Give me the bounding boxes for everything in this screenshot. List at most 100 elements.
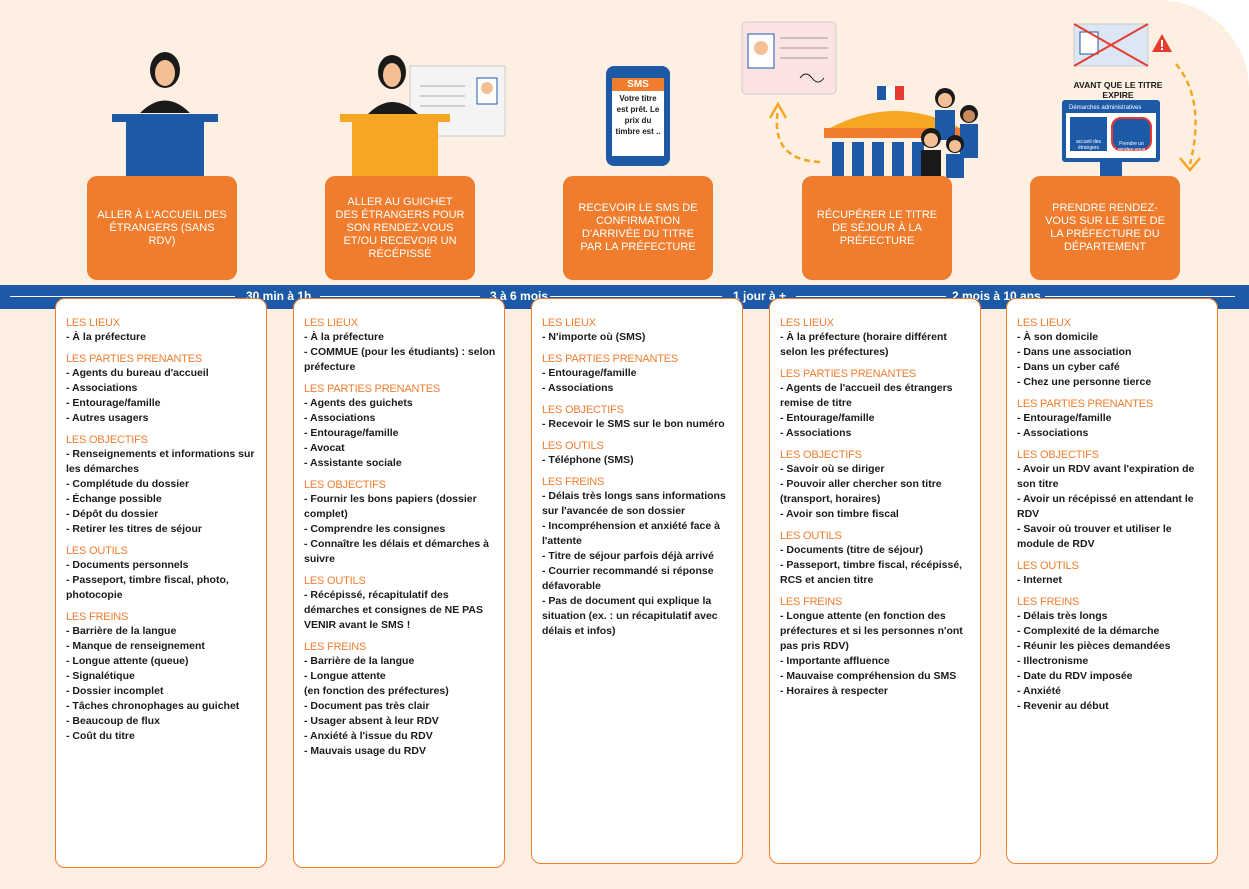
- section-title: LES FREINS: [780, 596, 843, 608]
- section-title: LES OUTILS: [66, 545, 128, 557]
- list-item: - Usager absent à leur RDV: [304, 715, 439, 727]
- column-recuperer-titre: LES LIEUX - À la préfecture (horaire dif…: [769, 298, 981, 864]
- list-item: - Avoir son timbre fiscal: [780, 508, 899, 520]
- agent-at-desk-icon: [112, 52, 218, 178]
- step-guichet-etrangers: ALLER AU GUICHET DES ÉTRANGERS POUR SON …: [325, 176, 475, 280]
- warning-icon: [1152, 34, 1172, 52]
- agent-with-document-icon: [340, 55, 506, 180]
- prefecture-building-icon: [824, 111, 966, 178]
- section-title: LES OUTILS: [780, 530, 842, 542]
- list-item: - Dossier incomplet: [66, 685, 164, 697]
- list-item: - Dans une association: [1017, 346, 1132, 358]
- list-item: - Barrière de la langue: [304, 655, 415, 667]
- list-item: - À la préfecture: [304, 331, 384, 343]
- list-item: - Agents des guichets: [304, 397, 413, 409]
- step-sms-confirmation: RECEVOIR LE SMS DE CONFIRMATION D'ARRIVÉ…: [563, 176, 713, 280]
- website-tile-rdv: Prendre un rendez-vous: [1111, 117, 1152, 153]
- list-item: - Agents du bureau d'accueil: [66, 367, 209, 379]
- list-item: - Internet: [1017, 574, 1062, 586]
- list-item: - Pouvoir aller chercher son titre (tran…: [780, 478, 942, 505]
- list-item: - Connaître les délais et démarches à su…: [304, 538, 489, 565]
- list-item: - Assistante sociale: [304, 457, 402, 469]
- list-item: - Recevoir le SMS sur le bon numéro: [542, 418, 725, 430]
- list-item: - Courrier recommandé si réponse défavor…: [542, 565, 714, 592]
- section-title: LES FREINS: [304, 641, 367, 653]
- list-item: - Entourage/famille: [66, 397, 161, 409]
- list-item: - Mauvais usage du RDV: [304, 745, 426, 757]
- list-item: - À la préfecture: [66, 331, 146, 343]
- sms-text: Votre titre est prêt. Le prix du timbre …: [615, 94, 661, 136]
- section-title: LES PARTIES PRENANTES: [1017, 398, 1153, 410]
- list-item: - Associations: [542, 382, 614, 394]
- list-item: - Longue attente: [304, 670, 386, 682]
- section-title: LES OBJECTIFS: [304, 479, 386, 491]
- step-prendre-rdv: PRENDRE RENDEZ-VOUS SUR LE SITE DE LA PR…: [1030, 176, 1180, 280]
- warning-label: AVANT QUE LE TITRE EXPIRE: [1073, 80, 1163, 100]
- column-guichet: LES LIEUX - À la préfecture - COMMUE (po…: [293, 298, 505, 868]
- section-title: LES LIEUX: [66, 317, 120, 329]
- website-stand: [1100, 162, 1122, 176]
- list-item: - Entourage/famille: [780, 412, 875, 424]
- sms-phone-icon: SMS Votre titre est prêt. Le prix du tim…: [606, 66, 670, 166]
- journey-illustrations: SMS Votre titre est prêt. Le prix du tim…: [0, 0, 1249, 290]
- section-title: LES LIEUX: [304, 317, 358, 329]
- timeline-segment: [796, 296, 946, 297]
- list-item: - Anxiété: [1017, 685, 1061, 697]
- section-title: LES PARTIES PRENANTES: [542, 353, 678, 365]
- list-item: - À la préfecture (horaire différent sel…: [780, 331, 947, 358]
- list-item: - À son domicile: [1017, 331, 1099, 343]
- list-item: (en fonction des préfectures): [304, 685, 449, 697]
- list-item: - Retirer les titres de séjour: [66, 523, 202, 535]
- website-screen-icon: Démarches administratives accueil des ét…: [1062, 100, 1160, 162]
- list-item: - Délais très longs sans informations su…: [542, 490, 726, 517]
- section-title: LES PARTIES PRENANTES: [780, 368, 916, 380]
- list-item: - Passeport, timbre fiscal, photo, photo…: [66, 574, 229, 601]
- list-item: - Signalétique: [66, 670, 135, 682]
- dashed-arrow-icon: [768, 101, 821, 164]
- section-title: LES OUTILS: [304, 575, 366, 587]
- sms-title: SMS: [612, 78, 664, 91]
- list-item: - Longue attente (en fonction des préfec…: [780, 610, 963, 652]
- list-item: - Autres usagers: [66, 412, 149, 424]
- column-sms: LES LIEUX - N'importe où (SMS) LES PARTI…: [531, 298, 743, 864]
- section-title: LES LIEUX: [1017, 317, 1071, 329]
- list-item: - Avoir un RDV avant l'expiration de son…: [1017, 463, 1195, 490]
- list-item: - Entourage/famille: [542, 367, 637, 379]
- section-title: LES OUTILS: [1017, 560, 1079, 572]
- list-item: - Complexité de la démarche: [1017, 625, 1160, 637]
- section-title: LES OBJECTIFS: [1017, 449, 1099, 461]
- list-item: - Associations: [304, 412, 376, 424]
- list-item: - Revenir au début: [1017, 700, 1109, 712]
- column-accueil: LES LIEUX - À la préfecture LES PARTIES …: [55, 298, 267, 868]
- list-item: - Complétude du dossier: [66, 478, 190, 490]
- list-item: - Entourage/famille: [1017, 412, 1112, 424]
- timeline-segment: [1045, 296, 1235, 297]
- list-item: - Date du RDV imposée: [1017, 670, 1133, 682]
- list-item: - Passeport, timbre fiscal, récépissé, R…: [780, 559, 963, 586]
- timeline-segment: [550, 296, 722, 297]
- list-item: - Documents (titre de séjour): [780, 544, 923, 556]
- list-item: - Tâches chronophages au guichet: [66, 700, 240, 712]
- section-title: LES LIEUX: [780, 317, 834, 329]
- list-item: - Récépissé, récapitulatif des démarches…: [304, 589, 483, 631]
- list-item: - Entourage/famille: [304, 427, 399, 439]
- list-item: - Longue attente (queue): [66, 655, 189, 667]
- list-item: - Coût du titre: [66, 730, 135, 742]
- list-item: - Réunir les pièces demandées: [1017, 640, 1171, 652]
- list-item: - Échange possible: [66, 493, 162, 505]
- section-title: LES OBJECTIFS: [542, 404, 624, 416]
- list-item: - Dans un cyber café: [1017, 361, 1120, 373]
- website-header: Démarches administratives: [1066, 104, 1156, 113]
- section-title: LES PARTIES PRENANTES: [66, 353, 202, 365]
- step-accueil-etrangers: ALLER À L'ACCUEIL DES ÉTRANGERS (SANS RD…: [87, 176, 237, 280]
- column-prendre-rdv: LES LIEUX - À son domicile - Dans une as…: [1006, 298, 1218, 864]
- list-item: - Renseignements et informations sur les…: [66, 448, 255, 475]
- section-title: LES FREINS: [542, 476, 605, 488]
- dashed-arrow-right-icon: [1175, 63, 1201, 172]
- step-recuperer-titre: RÉCUPÉRER LE TITRE DE SÉJOUR À LA PRÉFEC…: [802, 176, 952, 280]
- list-item: - Avoir un récépissé en attendant le RDV: [1017, 493, 1194, 520]
- list-item: - Illectronisme: [1017, 655, 1089, 667]
- list-item: - Téléphone (SMS): [542, 454, 634, 466]
- french-flag-icon: [877, 86, 904, 100]
- section-title: LES FREINS: [1017, 596, 1080, 608]
